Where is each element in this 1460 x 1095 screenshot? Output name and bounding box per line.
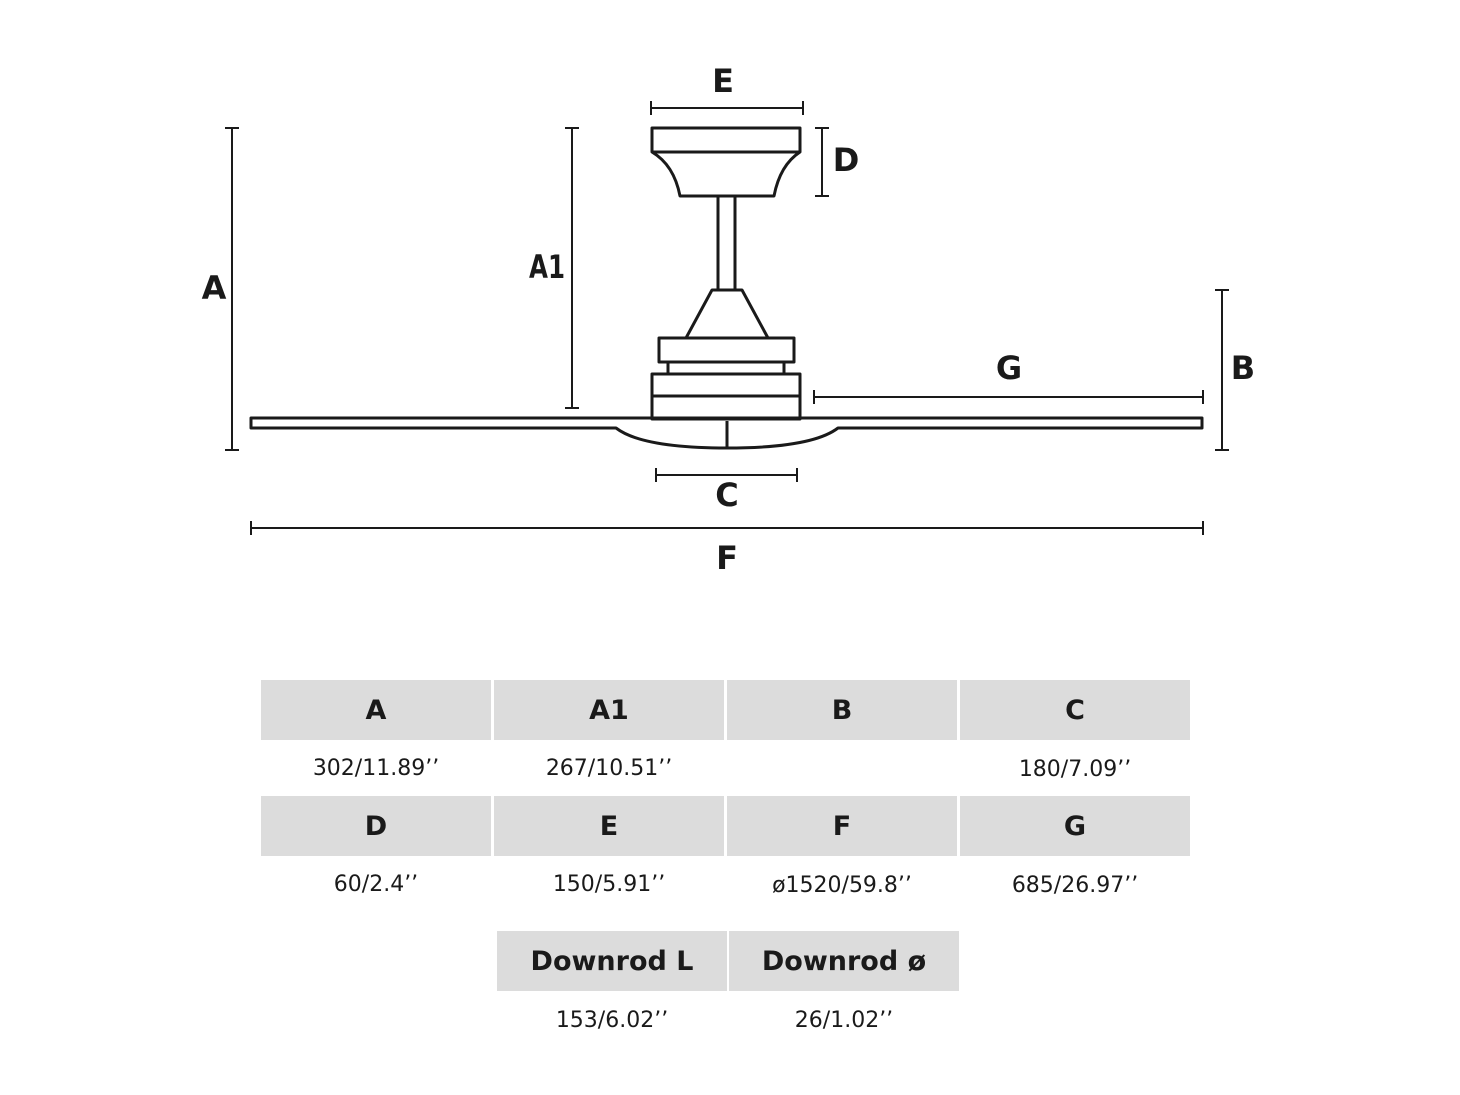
value-downrod-diameter: 26/1.02’’ [794,1007,894,1033]
dimension-b-line [1215,289,1229,451]
value-a: 302/11.89’’ [312,755,440,781]
value-c: 180/7.09’’ [1018,756,1132,782]
value-g: 685/26.97’’ [1011,872,1139,898]
dimension-c-line [655,468,798,482]
label-d: D [833,141,860,179]
value-a1: 267/10.51’’ [545,755,673,781]
motor-housing-collar [666,360,786,376]
header-a: A [261,680,491,740]
motor-housing-top [657,336,796,364]
dimension-g-line [813,390,1204,404]
header-a1: A1 [494,680,724,740]
dimension-a-line [225,127,239,451]
value-b [727,740,957,796]
value-d: 60/2.4’’ [333,871,419,897]
header-downrod-length: Downrod L [497,931,727,991]
value-f: ø1520/59.8’’ [772,872,912,898]
label-f: F [716,539,738,577]
dimension-a1-line [565,127,579,409]
label-a1: A1 [529,248,565,286]
label-a: A [202,269,227,307]
downrod [716,194,737,292]
fan-blades [249,416,1204,450]
value-downrod-length: 153/6.02’’ [555,1007,669,1033]
label-c: C [715,476,738,514]
header-g: G [960,796,1190,856]
value-e: 150/5.91’’ [552,871,666,897]
label-b: B [1231,349,1255,387]
header-c: C [960,680,1190,740]
header-b: B [727,680,957,740]
label-g: G [996,349,1022,387]
dimension-e-line [650,101,804,115]
header-f: F [727,796,957,856]
fan-dimension-diagram: E D A A1 B G C F [202,62,1256,577]
header-d: D [261,796,491,856]
dimension-d-line [815,127,829,197]
canopy [650,126,802,198]
motor-cone [684,288,770,340]
dimension-f-line [250,521,1204,535]
header-e: E [494,796,724,856]
label-e: E [712,62,734,100]
header-downrod-diameter: Downrod ø [729,931,959,991]
